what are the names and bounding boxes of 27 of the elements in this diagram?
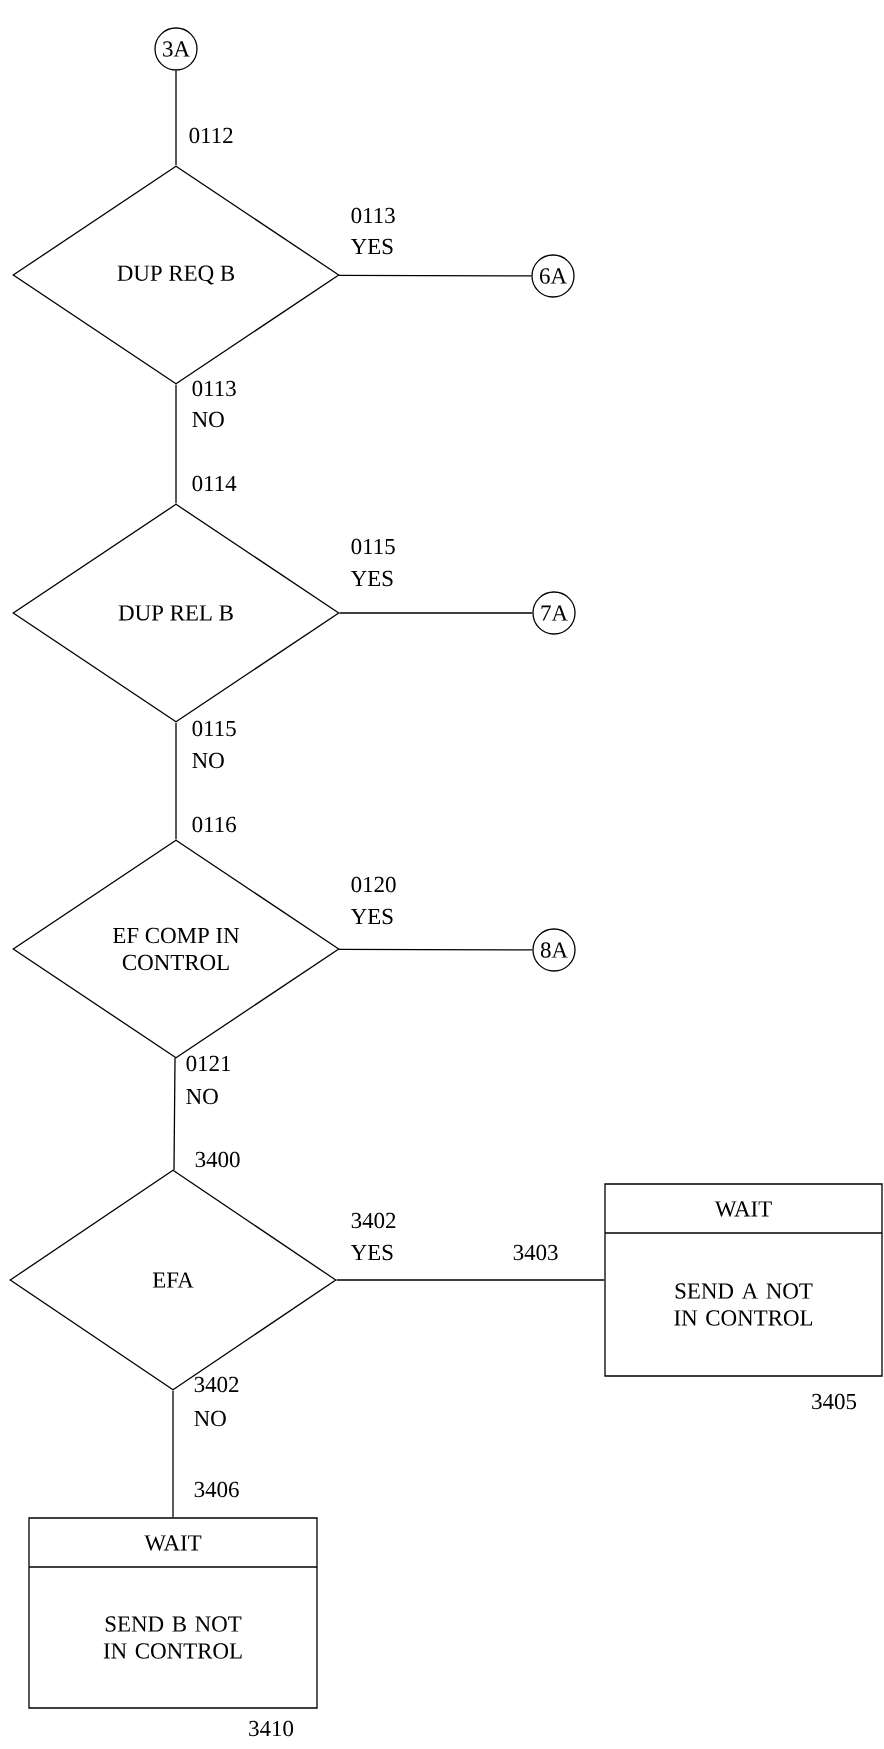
step-number: 0112 xyxy=(189,127,233,144)
step-number: YES xyxy=(350,1244,393,1261)
step-number: 0114 xyxy=(192,475,237,492)
connector-line xyxy=(338,274,532,277)
step-number: 3402 xyxy=(194,1376,239,1393)
connector-line xyxy=(175,384,177,504)
connector-line xyxy=(173,1057,176,1171)
connector-line xyxy=(338,948,533,951)
step-number: 3410 xyxy=(249,1720,294,1737)
step-number: 3406 xyxy=(194,1481,239,1498)
step-number: 0116 xyxy=(192,816,236,833)
connector-line xyxy=(336,1279,605,1281)
process-box: WAIT SEND B NOT IN CONTROL xyxy=(28,1517,318,1709)
step-number: NO xyxy=(192,411,224,428)
connector-line xyxy=(175,722,177,840)
step-number: NO xyxy=(186,1088,218,1105)
step-number: NO xyxy=(192,752,224,769)
connector-line xyxy=(172,1390,174,1518)
step-number: 0115 xyxy=(192,720,236,737)
step-number: 3405 xyxy=(812,1393,857,1410)
step-number: YES xyxy=(350,238,393,255)
step-number: 3403 xyxy=(513,1244,558,1261)
step-number: NO xyxy=(194,1410,226,1427)
connector-line xyxy=(339,612,533,614)
process-box: WAIT SEND A NOT IN CONTROL xyxy=(604,1183,883,1377)
connector-line xyxy=(175,70,177,166)
step-number: 3400 xyxy=(195,1151,240,1168)
